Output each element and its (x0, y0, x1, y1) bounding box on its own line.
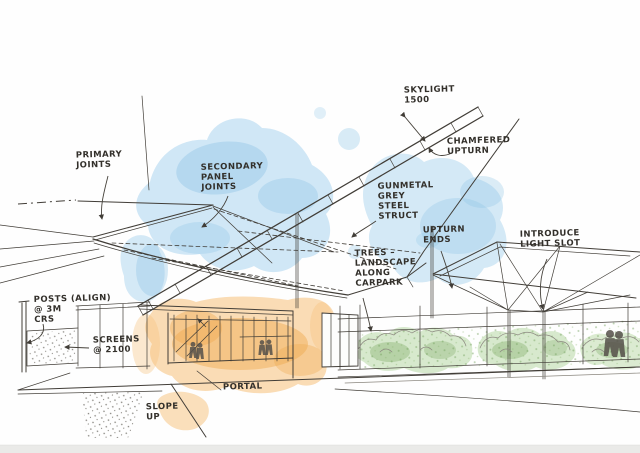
annotation-primary-joints: PRIMARY JOINTS (75, 149, 123, 171)
paper-edge-shadow (0, 444, 640, 453)
annotation-portal: PORTAL (222, 381, 263, 393)
main-canopy-sketch (0, 95, 520, 319)
leader-arrows (26, 147, 548, 391)
annotation-skylight: SKYLIGHT 1500 (403, 84, 455, 106)
annotation-secondary-panel-joints: SECONDARY PANEL JOINTS (200, 161, 264, 193)
annotation-gunmetal-grey-steel: GUNMETAL GREY STEEL STRUCT (377, 180, 434, 222)
annotation-posts-align: POSTS (ALIGN) @ 3M CRS (33, 292, 112, 326)
portal-wash (132, 296, 340, 431)
annotation-screens: SCREENS @ 2100 (92, 334, 140, 356)
ground-lines (17, 366, 640, 438)
annotation-upturn-ends: UPTURN ENDS (422, 224, 466, 246)
annotation-introduce-light-slot: INTRODUCE LIGHT SLOT (519, 228, 581, 250)
annotation-chamfered-upturn: CHAMFERED UPTURN (446, 135, 511, 157)
skylight-beam (137, 106, 484, 316)
annotation-trees-landscape: TREES – LANDSCAPE ALONG CARPARK (354, 247, 417, 289)
annotation-slope-up: SLOPE UP (145, 401, 179, 423)
tree-wash (355, 320, 640, 374)
left-screen-wall (18, 300, 151, 373)
right-canopy-sketch (432, 241, 640, 380)
